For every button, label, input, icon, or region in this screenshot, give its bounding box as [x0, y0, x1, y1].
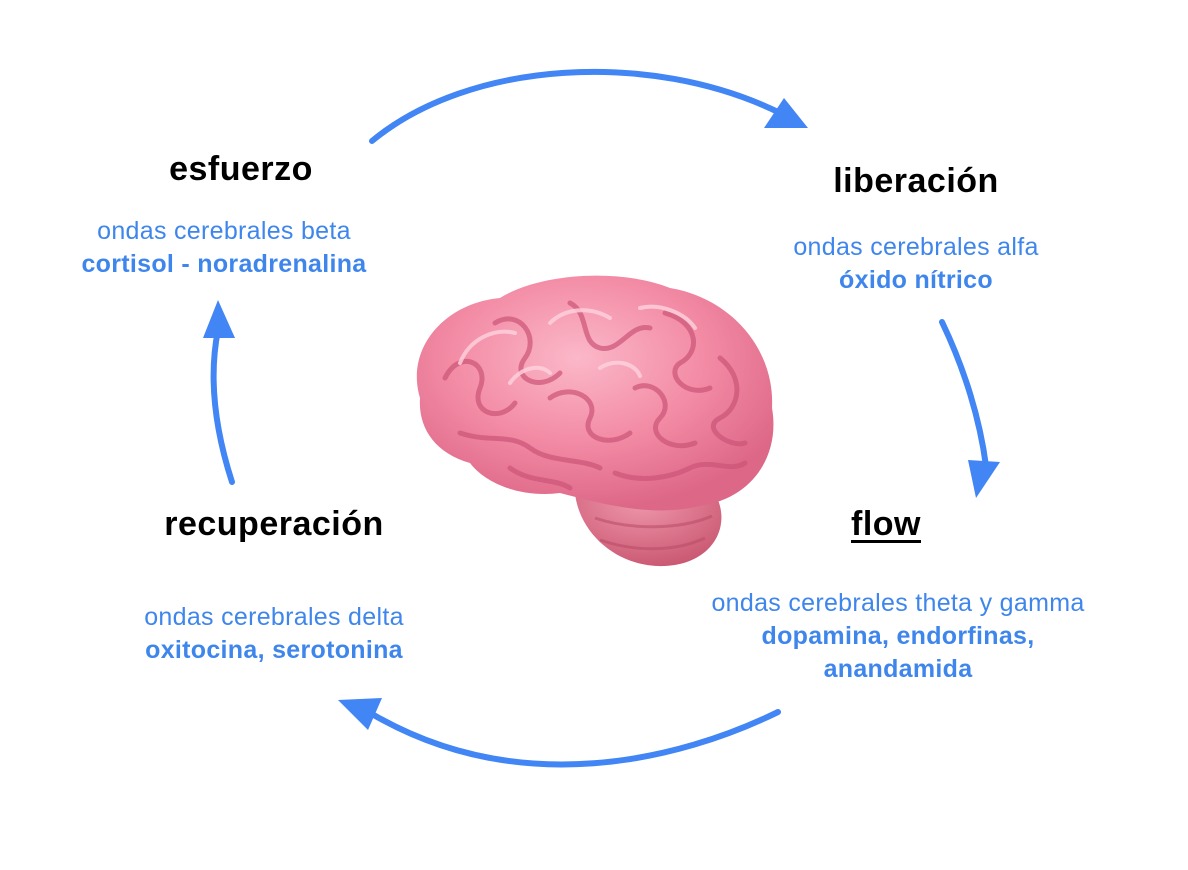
- arrowhead-icon: [968, 460, 1000, 498]
- stage-info-esfuerzo: ondas cerebrales beta cortisol - noradre…: [81, 215, 366, 281]
- arrowhead-icon: [764, 98, 808, 128]
- chemical-label: dopamina, endorfinas,: [761, 622, 1035, 650]
- brainwave-label: ondas cerebrales alfa: [793, 233, 1039, 261]
- brainwave-label: ondas cerebrales beta: [97, 217, 351, 245]
- chemical-label: anandamida: [823, 655, 973, 683]
- arrowhead-icon: [203, 300, 235, 338]
- brainwave-label: ondas cerebrales delta: [144, 603, 404, 631]
- stage-title-recuperacion: recuperación: [164, 505, 384, 543]
- stage-title-liberacion: liberación: [833, 162, 999, 200]
- arrow-esfuerzo-to-liberacion: [369, 68, 781, 144]
- arrow-flow-to-recuperacion: [369, 709, 781, 768]
- chemical-label: oxitocina, serotonina: [145, 636, 403, 664]
- arrow-liberacion-to-flow: [939, 319, 989, 469]
- stage-info-flow: ondas cerebrales theta y gamma dopamina,…: [711, 587, 1084, 686]
- brain-icon: [400, 268, 790, 573]
- stage-title-flow: flow: [851, 505, 921, 543]
- arrow-recuperacion-to-esfuerzo: [210, 327, 235, 485]
- arrowhead-icon: [338, 698, 382, 730]
- stage-title-esfuerzo: esfuerzo: [169, 150, 313, 188]
- stage-info-liberacion: ondas cerebrales alfa óxido nítrico: [793, 231, 1038, 297]
- chemical-label: óxido nítrico: [839, 266, 993, 294]
- chemical-label: cortisol - noradrenalina: [81, 250, 367, 278]
- brainwave-label: ondas cerebrales theta y gamma: [711, 589, 1085, 617]
- stage-info-recuperacion: ondas cerebrales delta oxitocina, seroto…: [144, 601, 404, 667]
